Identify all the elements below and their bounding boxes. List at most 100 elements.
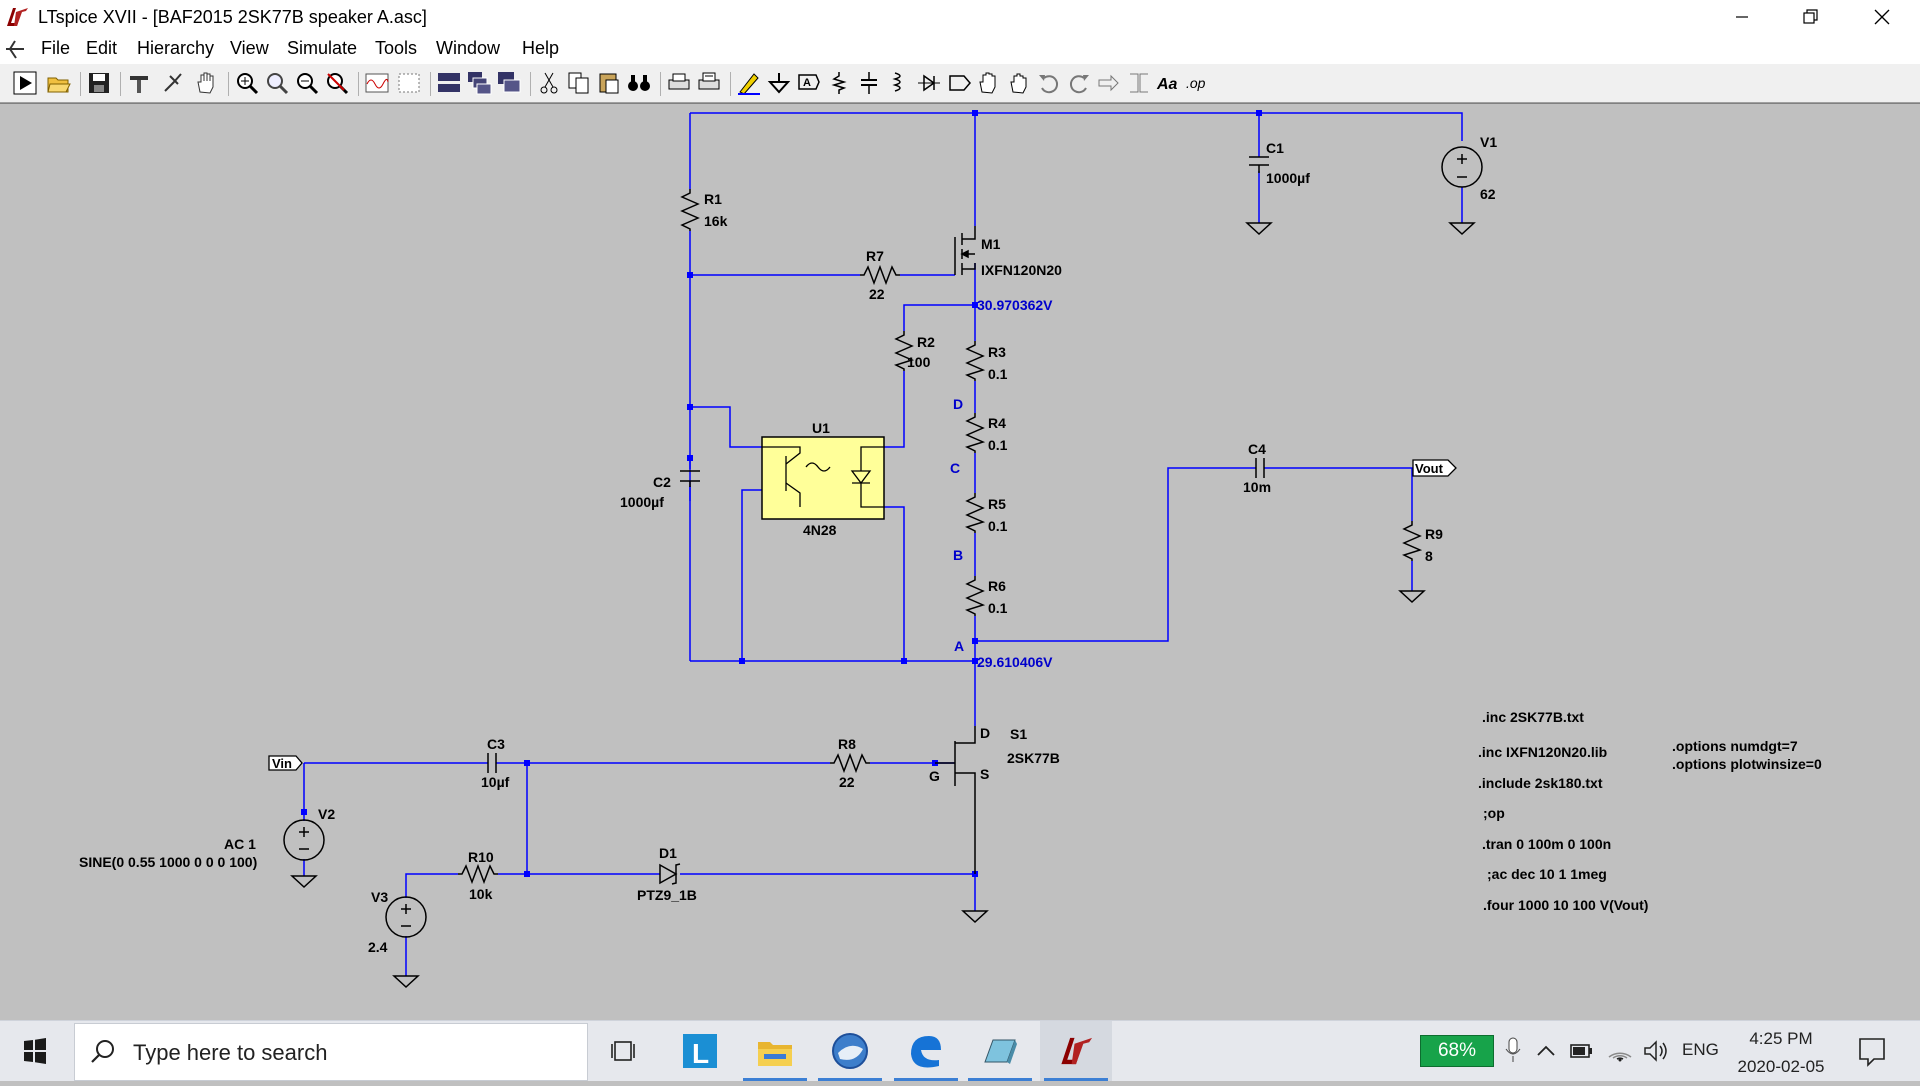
menu-simulate[interactable]: Simulate xyxy=(287,38,358,58)
schematic[interactable]: R1 16k R7 22 M1 IXFN120N20 R2 100 R3 0.1… xyxy=(0,104,1920,994)
notification-icon[interactable] xyxy=(1850,1033,1894,1069)
resistor-icon[interactable] xyxy=(826,70,852,96)
clock-time: 4:25 PM xyxy=(1749,1029,1813,1048)
spice-directive-icon[interactable]: .op xyxy=(1186,70,1212,96)
wifi-icon[interactable] xyxy=(1606,1037,1634,1063)
resistor-r10 xyxy=(458,863,498,885)
net-label-vin[interactable]: Vin xyxy=(268,755,303,771)
title-bar: LTspice XVII - [BAF2015 2SK77B speaker A… xyxy=(0,0,1920,34)
save-icon[interactable] xyxy=(86,70,112,96)
microphone-icon[interactable] xyxy=(1502,1035,1524,1065)
close-button[interactable] xyxy=(1852,0,1912,34)
clock[interactable]: 4:25 PM 2020-02-05 xyxy=(1726,1025,1836,1077)
task-view-button[interactable] xyxy=(588,1021,660,1081)
control-panel-icon[interactable] xyxy=(126,70,152,96)
menu-tools[interactable]: Tools xyxy=(375,38,418,58)
draw-wire-icon[interactable] xyxy=(736,70,762,96)
net-label-vout[interactable]: Vout xyxy=(1412,459,1457,477)
menu-hierarchy[interactable]: Hierarchy xyxy=(137,38,215,58)
battery-indicator[interactable]: 68% xyxy=(1420,1035,1494,1067)
close-window-icon[interactable] xyxy=(496,70,522,96)
svg-text:0.1: 0.1 xyxy=(988,518,1008,534)
svg-text:R4: R4 xyxy=(988,415,1006,431)
redo-icon[interactable] xyxy=(1066,70,1092,96)
restore-icon xyxy=(1803,9,1818,24)
paste-icon[interactable] xyxy=(596,70,622,96)
svg-text:G: G xyxy=(929,768,940,784)
halt-icon[interactable] xyxy=(160,70,186,96)
tile-icon[interactable] xyxy=(436,70,462,96)
menu-view[interactable]: View xyxy=(230,38,269,58)
taskbar-ltspice[interactable] xyxy=(1040,1021,1112,1081)
open-icon[interactable] xyxy=(46,70,72,96)
ground-s1 xyxy=(961,910,989,924)
svg-text:16k: 16k xyxy=(704,213,728,229)
menu-window[interactable]: Window xyxy=(436,38,501,58)
clock-date: 2020-02-05 xyxy=(1737,1057,1825,1076)
volume-icon[interactable] xyxy=(1642,1038,1670,1064)
cut-icon[interactable] xyxy=(536,70,562,96)
waveform-icon[interactable] xyxy=(364,70,390,96)
print-icon[interactable] xyxy=(666,70,692,96)
copy-icon[interactable] xyxy=(566,70,592,96)
drag-icon[interactable] xyxy=(1006,70,1032,96)
svg-text:S1: S1 xyxy=(1010,726,1027,742)
mirror-icon[interactable] xyxy=(1126,70,1152,96)
svg-text:D: D xyxy=(980,725,990,741)
component-icon[interactable] xyxy=(946,70,972,96)
svg-text:2SK77B: 2SK77B xyxy=(1007,750,1060,766)
optocoupler-u1[interactable] xyxy=(761,436,885,520)
mdi-document-icon[interactable] xyxy=(4,38,26,60)
svg-text:AC 1: AC 1 xyxy=(224,836,256,852)
svg-text:1000µf: 1000µf xyxy=(620,494,664,510)
chevron-up-icon[interactable] xyxy=(1534,1039,1558,1063)
language-indicator[interactable]: ENG xyxy=(1682,1040,1719,1059)
zoom-in-icon[interactable] xyxy=(234,70,260,96)
svg-text:22: 22 xyxy=(869,286,885,302)
autorange-icon[interactable] xyxy=(396,70,422,96)
zoom-fit-icon[interactable] xyxy=(324,70,350,96)
taskbar-thunderbird[interactable] xyxy=(814,1021,886,1081)
ground-icon[interactable] xyxy=(766,70,792,96)
capacitor-icon[interactable] xyxy=(856,70,882,96)
inductor-icon[interactable] xyxy=(886,70,912,96)
print-setup-icon[interactable] xyxy=(696,70,722,96)
zoom-out-icon[interactable] xyxy=(294,70,320,96)
battery-icon[interactable] xyxy=(1568,1039,1594,1063)
zoom-area-icon[interactable] xyxy=(264,70,290,96)
resistor-r6 xyxy=(965,576,986,616)
taskbar-edge[interactable] xyxy=(890,1021,962,1081)
wires[interactable] xyxy=(303,112,1463,976)
move-icon[interactable] xyxy=(976,70,1002,96)
voltage-annotations: 30.970362V 29.610406V xyxy=(977,297,1053,670)
resistor-r1 xyxy=(680,189,700,231)
svg-text:2.4: 2.4 xyxy=(368,939,388,955)
label-net-icon[interactable]: A xyxy=(796,70,822,96)
taskbar-app[interactable] xyxy=(964,1021,1036,1081)
taskbar-lyx[interactable]: L xyxy=(664,1021,736,1081)
find-icon[interactable] xyxy=(626,70,652,96)
spice-directives[interactable]: .inc 2SK77B.txt .inc IXFN120N20.lib .inc… xyxy=(1478,709,1822,913)
run-icon[interactable] xyxy=(12,70,38,96)
svg-text:.inc IXFN120N20.lib: .inc IXFN120N20.lib xyxy=(1478,744,1607,760)
diode-icon[interactable] xyxy=(916,70,942,96)
menu-help[interactable]: Help xyxy=(522,38,560,58)
search-box[interactable]: Type here to search xyxy=(74,1023,588,1081)
taskbar-file-explorer[interactable] xyxy=(739,1021,811,1081)
start-button[interactable] xyxy=(0,1021,70,1081)
text-icon[interactable]: Aa xyxy=(1156,70,1182,96)
component-labels: R1 16k R7 22 M1 IXFN120N20 R2 100 R3 0.1… xyxy=(79,134,1497,955)
svg-text:A: A xyxy=(803,77,811,89)
components[interactable] xyxy=(283,146,1483,989)
svg-text:V1: V1 xyxy=(1480,134,1497,150)
svg-text:R8: R8 xyxy=(838,736,856,752)
menu-edit[interactable]: Edit xyxy=(86,38,118,58)
pan-icon[interactable] xyxy=(193,70,219,96)
menu-file[interactable]: File xyxy=(41,38,71,58)
restore-button[interactable] xyxy=(1780,0,1840,34)
undo-icon[interactable] xyxy=(1036,70,1062,96)
minimize-button[interactable] xyxy=(1712,0,1772,34)
schematic-canvas[interactable]: R1 16k R7 22 M1 IXFN120N20 R2 100 R3 0.1… xyxy=(0,103,1920,994)
cascade-icon[interactable] xyxy=(466,70,492,96)
rotate-icon[interactable] xyxy=(1096,70,1122,96)
